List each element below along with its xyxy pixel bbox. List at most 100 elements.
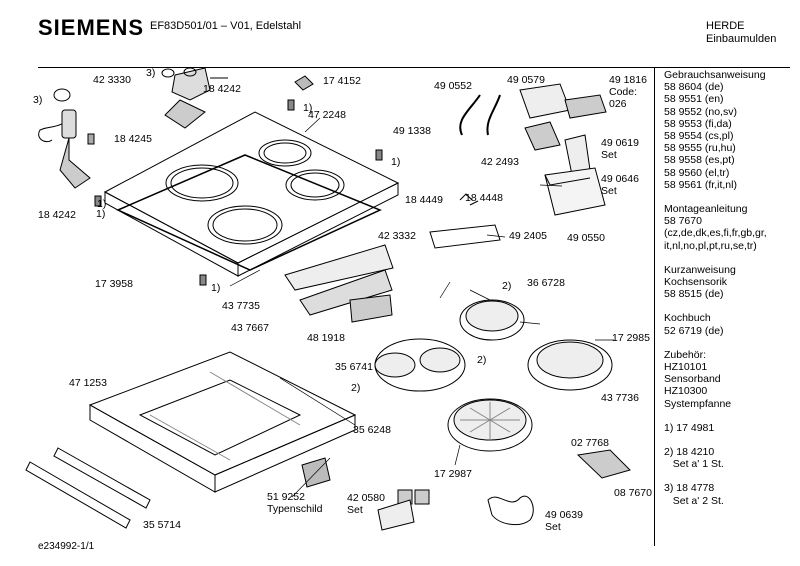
callout-label: Code: [609, 86, 638, 98]
model-title: EF83D501/01 – V01, Edelstahl [150, 20, 302, 32]
callout-label: 35 5714 [143, 519, 181, 531]
doc-line: 3) 18 4778 [664, 482, 715, 495]
doc-line: Set a' 2 St. [664, 494, 724, 507]
doc-line: 58 9560 (el,tr) [664, 166, 730, 179]
doc-line: 58 9558 (es,pt) [664, 154, 735, 167]
doc-line: 58 9552 (no,sv) [664, 105, 737, 118]
callout-label: 17 2987 [434, 468, 472, 480]
callout-label: 1) [97, 198, 107, 210]
doc-block-note-3: 3) 18 4778 Set a' 2 St. [664, 482, 796, 506]
callout-label: Set [601, 149, 617, 161]
callout-label: 02 7768 [571, 437, 609, 449]
doc-block-quick-guide: Kurzanweisung Kochsensorik 58 8515 (de) [664, 264, 796, 301]
header-divider [38, 67, 790, 68]
callout-label: 49 0646 [601, 173, 639, 185]
callout-label: 49 1338 [393, 125, 431, 137]
callout-label: 35 6741 [335, 361, 373, 373]
doc-line: 58 9553 (fi,da) [664, 117, 732, 130]
callout-label: 49 0639 [545, 509, 583, 521]
doc-block-note-2: 2) 18 4210 Set a' 1 St. [664, 446, 796, 470]
callout-label: 51 9252 [267, 491, 305, 503]
callout-label: Set [347, 504, 363, 516]
callout-label: 2) [351, 382, 361, 394]
category-block: HERDE Einbaumulden [706, 20, 776, 46]
callout-label: 49 1816 [609, 74, 647, 86]
doc-line: 58 9551 (en) [664, 93, 724, 106]
doc-line: Set a' 1 St. [664, 458, 724, 471]
callout-label: 43 7735 [222, 300, 260, 312]
callout-label: 3) [146, 67, 156, 79]
callout-label: 42 0580 [347, 492, 385, 504]
electronic-module [519, 83, 607, 216]
doc-line: Gebrauchsanweisung [664, 69, 766, 81]
callout-label: 48 1918 [307, 332, 345, 344]
document-id: e234992-1/1 [38, 541, 95, 552]
callout-label: 49 0552 [434, 80, 472, 92]
callout-label: Set [601, 185, 617, 197]
callout-label: 18 4245 [114, 133, 152, 145]
radiant-heater-large [527, 339, 613, 391]
callout-label: 36 6728 [527, 277, 565, 289]
radiant-heater-1 [459, 299, 525, 341]
callout-label: Set [545, 521, 561, 533]
doc-block-accessories: Zubehör: HZ10101 Sensorband HZ10300 Syst… [664, 349, 796, 410]
radiant-heater-grill [447, 398, 533, 452]
bottom-tray [88, 351, 357, 493]
doc-line: Montageanleitung [664, 203, 748, 216]
callout-label: 49 2405 [509, 230, 547, 242]
callout-label: 08 7670 [614, 487, 652, 499]
callout-label: 42 3330 [93, 74, 131, 86]
callout-label: Typenschild [267, 503, 323, 515]
doc-line: Systempfanne [664, 397, 732, 410]
callout-label: 1) [211, 282, 221, 294]
callout-label: 17 2985 [612, 332, 650, 344]
doc-line: Kurzanweisung [664, 263, 736, 276]
doc-line: 52 6719 (de) [664, 324, 724, 337]
callout-label: 43 7736 [601, 392, 639, 404]
callout-label: 1) [303, 102, 313, 114]
doc-block-note-1: 1) 17 4981 [664, 422, 796, 434]
doc-line: 58 9555 (ru,hu) [664, 142, 736, 155]
doc-line: 1) 17 4981 [664, 421, 715, 434]
callout-label: 43 7667 [231, 322, 269, 334]
doc-line: HZ10101 [664, 361, 708, 374]
callout-label: 49 0550 [567, 232, 605, 244]
callout-label: 17 4152 [323, 75, 361, 87]
doc-block-cookbook: Kochbuch 52 6719 (de) [664, 312, 796, 336]
callout-label: 026 [609, 98, 627, 110]
doc-line: Kochbuch [664, 312, 711, 325]
terminal-set [377, 489, 430, 531]
doc-line: 58 9554 (cs,pl) [664, 130, 734, 143]
callout-label: 18 4448 [465, 192, 503, 204]
doc-line: it,nl,no,pl,pt,ru,se,tr) [664, 239, 757, 252]
doc-line: (cz,de,dk,es,fi,fr,gb,gr, [664, 227, 767, 240]
callout-label: 2) [477, 354, 487, 366]
callout-label: 47 2248 [308, 109, 346, 121]
callout-label: 18 4242 [38, 209, 76, 221]
sidebar-divider [654, 67, 655, 546]
callout-label: 18 4449 [405, 194, 443, 206]
doc-line: 58 8515 (de) [664, 288, 724, 301]
doc-line: Zubehör: [664, 348, 707, 361]
callout-label: 49 0619 [601, 137, 639, 149]
callout-label: 1) [391, 156, 401, 168]
sensor-cable-left [38, 88, 91, 189]
callout-label: 18 4242 [203, 83, 241, 95]
doc-block-manual: Gebrauchsanweisung 58 8604 (de) 58 9551 … [664, 69, 796, 191]
document-list: Gebrauchsanweisung 58 8604 (de) 58 9551 … [664, 69, 796, 519]
doc-line: 58 8604 (de) [664, 81, 724, 94]
callout-label: 35 6248 [353, 424, 391, 436]
callout-label: 17 3958 [95, 278, 133, 290]
doc-line: 58 9561 (fr,it,nl) [664, 178, 737, 191]
radiant-heater-dual [374, 338, 466, 392]
callout-label: 3) [33, 94, 43, 106]
callout-label: 49 0579 [507, 74, 545, 86]
doc-line: 58 7670 [664, 215, 702, 228]
doc-line: HZ10300 [664, 385, 708, 398]
doc-line: Kochsensorik [664, 276, 728, 289]
category-line: Einbaumulden [706, 33, 777, 45]
callout-label: 47 1253 [69, 377, 107, 389]
callout-label: 42 3332 [378, 230, 416, 242]
doc-block-installation: Montageanleitung 58 7670 (cz,de,dk,es,fi… [664, 203, 796, 252]
category-line: HERDE [706, 20, 745, 32]
